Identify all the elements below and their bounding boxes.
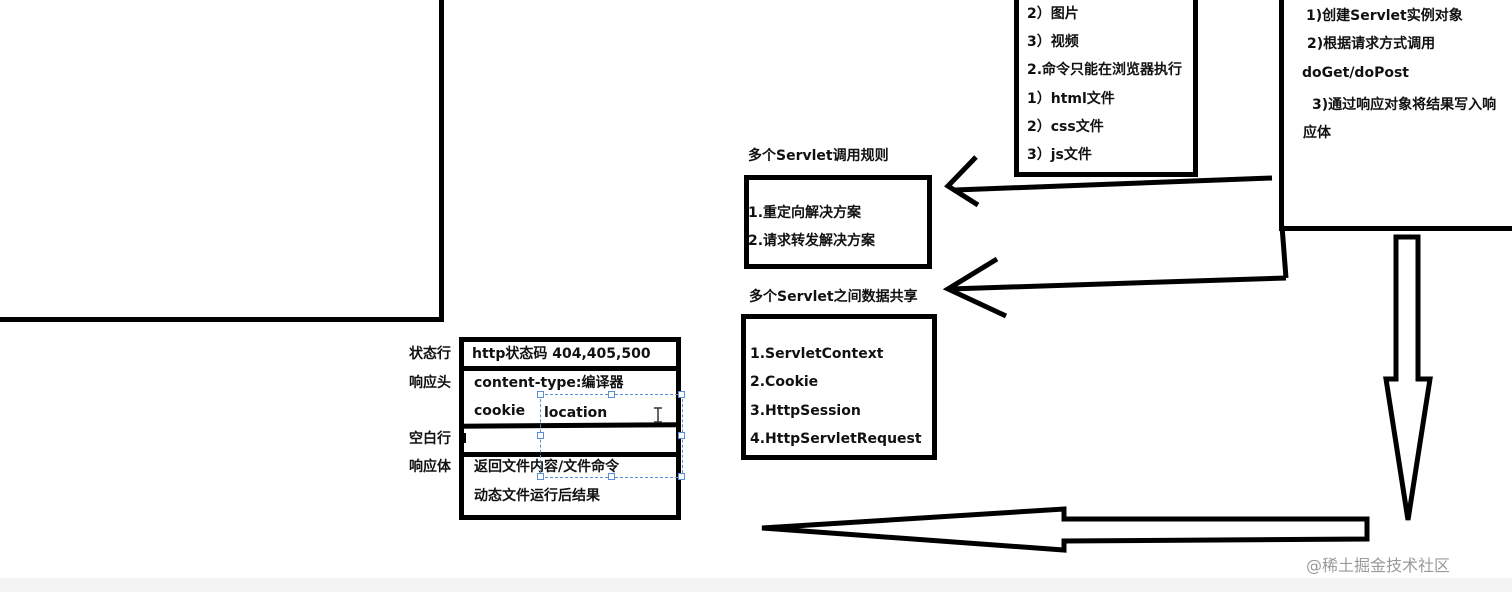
file-type-box <box>1014 0 1198 177</box>
arrow-head <box>942 256 1008 319</box>
data-sharing-item: 2.Cookie <box>750 374 819 390</box>
left-arrow <box>761 506 1370 553</box>
call-rules-title: 多个Servlet调用规则 <box>748 148 889 164</box>
watermark: @稀土掘金技术社区 <box>1306 556 1451 575</box>
file-type-item: 2）css文件 <box>1027 119 1104 135</box>
servlet-step: doGet/doPost <box>1302 65 1409 81</box>
header-content-type: content-type:编译器 <box>474 375 624 391</box>
arrow-head <box>944 155 980 208</box>
call-rule-item: 2.请求转发解决方案 <box>748 233 876 249</box>
servlet-step: 3)通过响应对象将结果写入响 <box>1312 97 1497 113</box>
file-type-item: 3）js文件 <box>1027 147 1092 163</box>
servlet-steps-box <box>1279 0 1512 231</box>
row-label-status-line: 状态行 <box>409 346 451 362</box>
resize-handle[interactable] <box>608 473 615 480</box>
data-sharing-title: 多个Servlet之间数据共享 <box>749 289 918 305</box>
data-sharing-box <box>741 314 937 460</box>
resize-handle[interactable] <box>537 473 544 480</box>
servlet-step: 2)根据请求方式调用 <box>1307 36 1436 52</box>
status-line-text: http状态码 404,405,500 <box>472 346 651 362</box>
call-rule-item: 1.重定向解决方案 <box>748 205 862 221</box>
connector-line <box>1279 225 1289 279</box>
resize-handle[interactable] <box>678 473 685 480</box>
row-label-response-header: 响应头 <box>409 375 451 391</box>
body-line: 动态文件运行后结果 <box>474 488 600 504</box>
resize-handle[interactable] <box>678 432 685 439</box>
resize-handle[interactable] <box>537 391 544 398</box>
empty-box <box>0 0 444 322</box>
text-cursor-icon <box>654 407 662 423</box>
data-sharing-item: 4.HttpServletRequest <box>750 431 922 447</box>
data-sharing-item: 1.ServletContext <box>750 346 884 362</box>
file-type-item: 1）html文件 <box>1027 91 1115 107</box>
body-line: 返回文件内容/文件命令 <box>474 459 620 475</box>
footer-strip <box>0 578 1512 592</box>
row-divider <box>459 366 681 371</box>
down-arrow <box>1383 234 1433 521</box>
servlet-step: 应体 <box>1303 125 1331 141</box>
row-label-response-body: 响应体 <box>409 459 451 475</box>
header-location[interactable]: location <box>544 405 608 421</box>
data-sharing-item: 3.HttpSession <box>750 403 861 419</box>
arrow-to-data-sharing <box>949 275 1287 292</box>
servlet-step: 1)创建Servlet实例对象 <box>1306 8 1463 24</box>
resize-handle[interactable] <box>608 391 615 398</box>
file-type-item: 2.命令只能在浏览器执行 <box>1027 62 1183 78</box>
file-type-item: 2）图片 <box>1027 6 1079 22</box>
header-cookie: cookie <box>474 403 526 419</box>
caret-marker <box>463 433 466 443</box>
resize-handle[interactable] <box>678 391 685 398</box>
row-label-blank-line: 空白行 <box>409 431 451 447</box>
resize-handle[interactable] <box>537 432 544 439</box>
file-type-item: 3）视频 <box>1027 34 1079 50</box>
row-divider <box>459 452 681 457</box>
call-rules-box <box>744 175 932 269</box>
arrow-to-call-rules <box>954 175 1273 193</box>
